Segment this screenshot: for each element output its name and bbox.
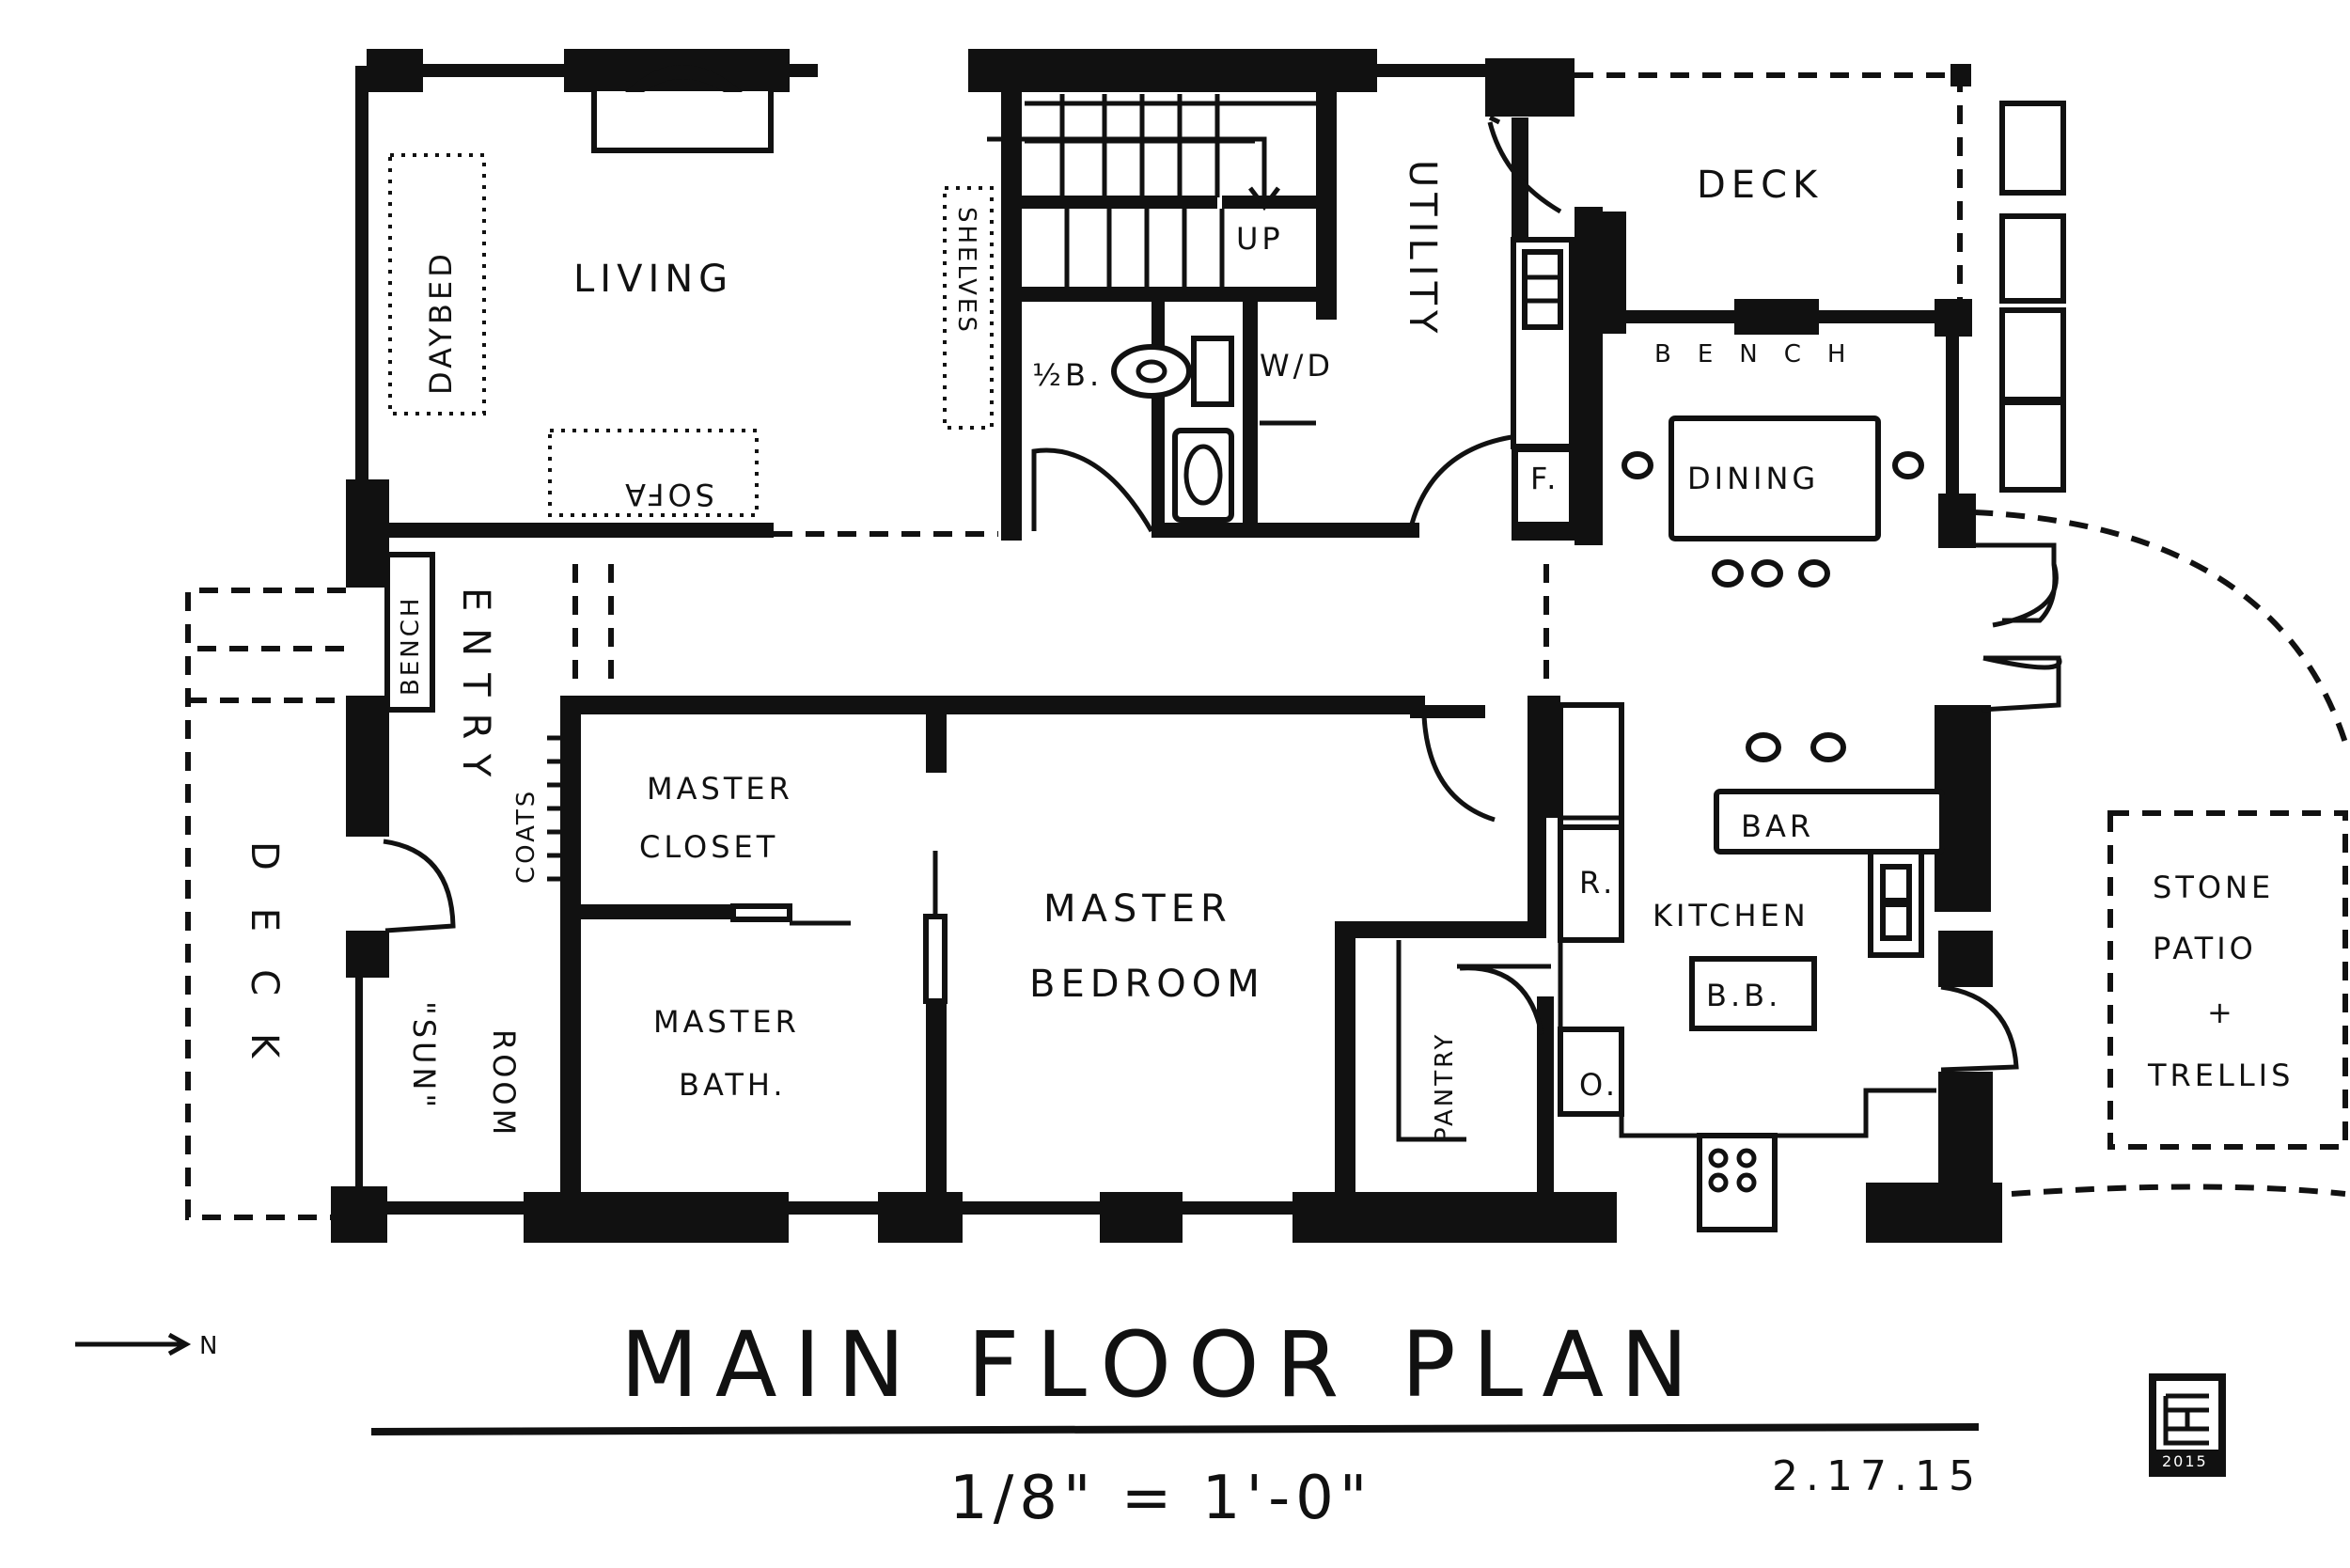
sink-icon [1111,344,1192,399]
label-oven: O. [1579,1067,1619,1103]
north-arrow-icon: N [75,1332,220,1360]
label-dining: DINING [1687,461,1819,496]
label-master-closet-1: MASTER [647,771,793,807]
staircase [987,94,1316,287]
label-bar: BAR [1741,808,1814,844]
label-bench-north: BENCH [1654,340,1872,368]
label-master-bedroom-2: BEDROOM [1029,963,1265,1006]
label-master-bedroom-1: MASTER [1043,887,1232,931]
label-butcher-block: B.B. [1706,978,1781,1013]
date-label: 2.17.15 [1772,1452,1982,1500]
label-deck-south: DECK [243,841,286,1095]
label-bench-entry: BENCH [397,596,425,696]
label-master-bath-2: BATH. [679,1067,787,1103]
label-daybed: DAYBED [423,250,459,395]
scale-label: 1/8" = 1'-0" [949,1464,1372,1533]
label-patio-3: + [2207,995,2236,1030]
label-pantry: PANTRY [1431,1032,1459,1142]
label-sofa: SOFA [621,477,714,512]
label-kitchen: KITCHEN [1653,898,1810,933]
label-coats: COATS [512,789,540,884]
room-labels: LIVING DAYBED SOFA SHELVES UP ½B. W/D UT… [243,160,2294,1142]
label-master-bath-1: MASTER [653,1004,800,1040]
stamp-year: 2015 [2162,1452,2208,1470]
label-entry: ENTRY [454,588,497,793]
label-fridge-f: F. [1530,461,1559,496]
label-patio-1: STONE [2153,870,2274,905]
label-master-closet-2: CLOSET [639,829,778,865]
label-patio-4: TRELLIS [2147,1058,2294,1093]
label-half-bath: ½B. [1032,357,1103,393]
fireplace-hearth [591,86,774,153]
signature-stamp: 2015 [2149,1373,2226,1477]
page-title: MAIN FLOOR PLAN [620,1312,1705,1418]
door-swings [383,115,2062,1073]
label-up: UP [1236,221,1284,257]
label-deck-north: DECK [1697,164,1823,207]
label-utility: UTILITY [1401,160,1444,338]
label-refrigerator: R. [1579,865,1616,901]
label-living: LIVING [573,258,733,301]
dashed-lines [185,64,2348,1220]
label-sun-room-1: "SUN" [406,1001,442,1111]
label-patio-2: PATIO [2153,931,2257,966]
label-shelves: SHELVES [952,207,980,335]
walls [331,49,2002,1243]
label-sun-room-2: ROOM [486,1029,522,1138]
label-washer-dryer: W/D [1260,348,1334,384]
fixtures [384,101,2066,1232]
north-label: N [199,1332,220,1360]
title-block: MAIN FLOOR PLAN 1/8" = 1'-0" 2.17.15 [370,1312,1982,1533]
